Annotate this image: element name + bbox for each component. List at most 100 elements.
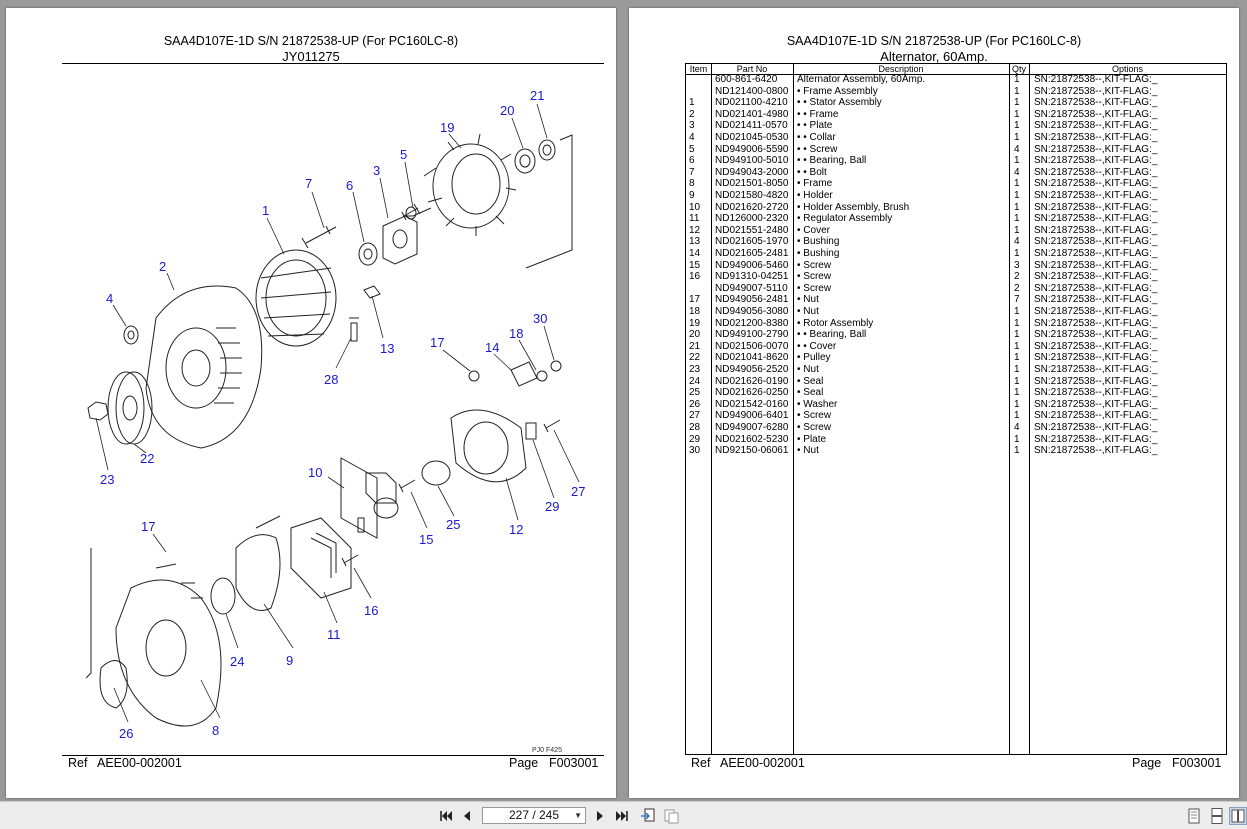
cell-item: 8 (689, 178, 695, 190)
cell-part-no: ND021551-2480 (715, 224, 789, 236)
cell-description: • Holder (797, 190, 833, 201)
next-page-icon[interactable] (591, 807, 609, 825)
cell-qty: 1 (1014, 155, 1020, 167)
cell-item: 16 (689, 271, 701, 283)
callout-28: 28 (324, 372, 338, 387)
right-ref-value: AEE00-002001 (720, 756, 805, 770)
cell-options: SN:21872538--,KIT-FLAG:_ (1034, 294, 1158, 306)
callout-5: 5 (400, 147, 407, 162)
cell-part-no: ND021506-0070 (715, 340, 789, 352)
cell-part-no: ND949006-5460 (715, 259, 789, 271)
cell-part-no: ND949056-2481 (715, 294, 789, 306)
cell-item: 10 (689, 201, 701, 213)
cell-options: SN:21872538--,KIT-FLAG:_ (1034, 132, 1158, 143)
chevron-down-icon: ▼ (574, 811, 582, 820)
cell-item: 9 (689, 190, 695, 201)
cell-description: Alternator Assembly, 60Amp. (797, 74, 926, 85)
cell-options: SN:21872538--,KIT-FLAG:_ (1034, 271, 1158, 283)
callout-12: 12 (509, 522, 523, 537)
last-page-icon[interactable] (613, 807, 631, 825)
cell-options: SN:21872538--,KIT-FLAG:_ (1034, 236, 1158, 248)
cell-item: 15 (689, 259, 701, 271)
header-divider (686, 74, 1226, 75)
cell-qty: 4 (1014, 143, 1020, 155)
page-number-select[interactable]: 227 / 245 ▼ (482, 807, 586, 824)
cell-qty: 1 (1014, 387, 1020, 399)
col-header-part-no: Part No (736, 64, 768, 74)
cell-item: 26 (689, 398, 701, 410)
cell-options: SN:21872538--,KIT-FLAG:_ (1034, 201, 1158, 213)
cell-description: • Screw (797, 282, 832, 294)
cell-item: 29 (689, 433, 701, 445)
cell-options: SN:21872538--,KIT-FLAG:_ (1034, 340, 1158, 352)
callout-11: 11 (327, 627, 341, 642)
cell-description: • • Stator Assembly (797, 97, 882, 109)
left-ref-value: AEE00-002001 (97, 756, 182, 770)
cell-part-no: ND021626-0190 (715, 375, 789, 387)
footer-rule (62, 755, 604, 756)
first-page-icon[interactable] (437, 807, 455, 825)
cell-part-no: ND021620-2720 (715, 201, 789, 213)
cell-options: SN:21872538--,KIT-FLAG:_ (1034, 375, 1158, 387)
cell-options: SN:21872538--,KIT-FLAG:_ (1034, 364, 1158, 375)
cell-description: • Seal (797, 387, 824, 399)
page-indicator: 227 / 245 (508, 808, 560, 822)
cell-options: SN:21872538--,KIT-FLAG:_ (1034, 282, 1158, 294)
cell-part-no: ND949100-5010 (715, 155, 789, 167)
cell-description: • Pulley (797, 352, 831, 364)
fit-width-icon[interactable] (639, 807, 657, 825)
cell-description: • Nut (797, 364, 819, 375)
callout-29: 29 (545, 499, 559, 514)
prev-page-icon[interactable] (458, 807, 476, 825)
cell-options: SN:21872538--,KIT-FLAG:_ (1034, 120, 1158, 132)
cell-description: • • Plate (797, 120, 833, 132)
parts-table: Item Part No Description Qty Options 600… (685, 63, 1227, 755)
cell-part-no: ND021401-4980 (715, 108, 789, 120)
cell-part-no: ND121400-0800 (715, 85, 789, 97)
callout-25: 25 (446, 517, 460, 532)
cell-part-no: ND126000-2320 (715, 213, 789, 225)
right-ref-label: Ref (691, 756, 711, 770)
cell-options: SN:21872538--,KIT-FLAG:_ (1034, 143, 1158, 155)
callout-17: 17 (430, 335, 444, 350)
col-divider (793, 64, 794, 754)
pulley-drawing (107, 371, 145, 445)
cell-qty: 3 (1014, 259, 1020, 271)
cell-part-no: ND021501-8050 (715, 178, 789, 190)
cell-item: 1 (689, 97, 695, 109)
cell-options: SN:21872538--,KIT-FLAG:_ (1034, 317, 1158, 329)
cell-description: • • Frame (797, 108, 839, 120)
cell-description: • • Collar (797, 132, 836, 143)
cell-options: SN:21872538--,KIT-FLAG:_ (1034, 410, 1158, 422)
cell-item: 20 (689, 329, 701, 341)
fit-page-icon[interactable] (662, 807, 680, 825)
diagram-code: PJ0 F425 (532, 747, 562, 754)
continuous-view-icon[interactable] (1208, 807, 1226, 825)
facing-view-icon[interactable] (1229, 807, 1247, 825)
col-divider (711, 64, 712, 754)
left-page-title: SAA4D107E-1D S/N 21872538-UP (For PC160L… (163, 34, 459, 48)
cell-qty: 1 (1014, 132, 1020, 143)
cell-options: SN:21872538--,KIT-FLAG:_ (1034, 97, 1158, 109)
single-page-view-icon[interactable] (1185, 807, 1203, 825)
cell-options: SN:21872538--,KIT-FLAG:_ (1034, 213, 1158, 225)
callout-3: 3 (373, 163, 380, 178)
cell-item: 18 (689, 306, 701, 317)
cell-qty: 1 (1014, 190, 1020, 201)
cell-item: 30 (689, 445, 701, 457)
cell-options: SN:21872538--,KIT-FLAG:_ (1034, 224, 1158, 236)
cell-qty: 4 (1014, 422, 1020, 433)
cell-qty: 1 (1014, 398, 1020, 410)
cell-description: • • Bearing, Ball (797, 329, 867, 341)
rear-cover-drawing (450, 409, 527, 483)
cell-part-no: ND021580-4820 (715, 190, 789, 201)
cell-description: • Bushing (797, 248, 840, 259)
